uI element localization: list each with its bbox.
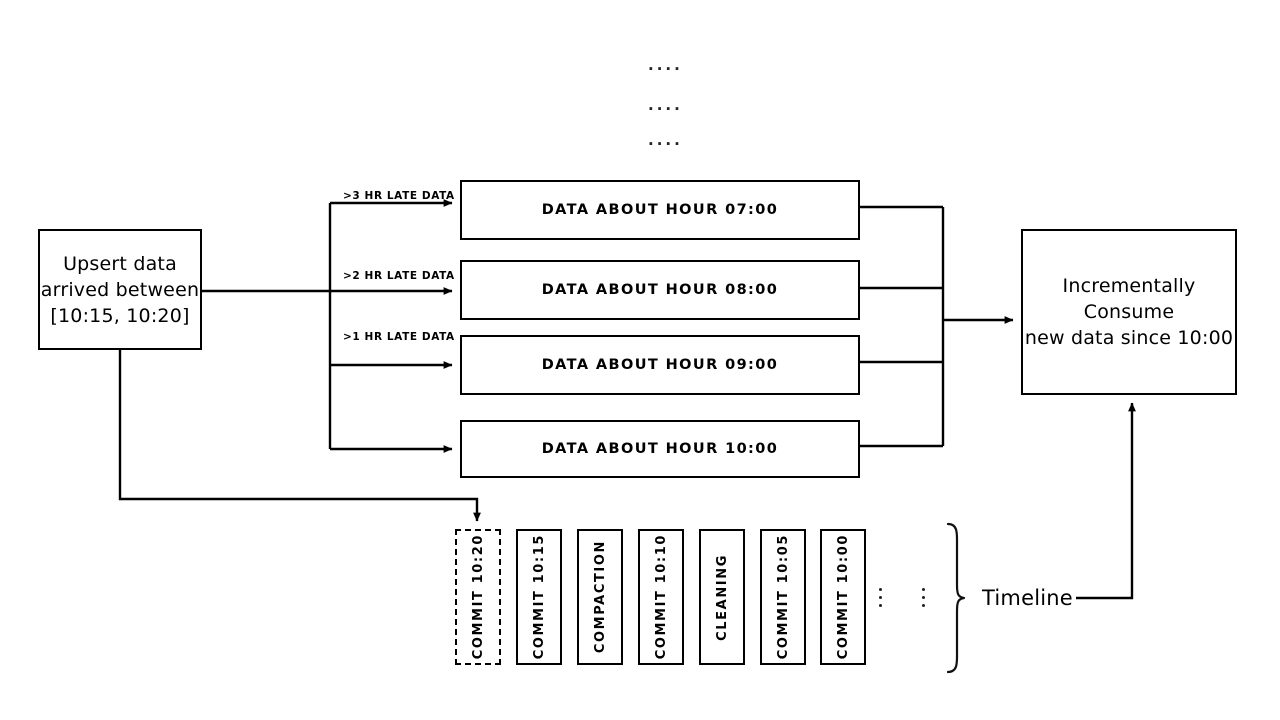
dot [879,588,882,591]
data-box-hour-10-label: DATA ABOUT HOUR 10:00 [541,441,779,457]
edge-label-3hr-late: >3 HR LATE DATA [343,190,455,202]
data-box-hour-09-label: DATA ABOUT HOUR 09:00 [541,357,779,373]
dot [879,604,882,607]
dot [922,604,925,607]
timeline-item-label: COMMIT 10:05 [775,534,791,660]
timeline-brace [946,522,966,674]
upsert-line-3: [10:15, 10:20] [50,304,190,327]
dot [879,596,882,599]
timeline-item-cleaning[interactable]: CLEANING [699,529,745,665]
upsert-line-1: Upsert data [63,252,177,275]
ellipsis-row-2: .... [648,96,683,114]
edge-source-to-commit [118,350,481,522]
timeline-item-label: COMPACTION [592,540,608,654]
edge-label-2hr-late: >2 HR LATE DATA [343,270,455,282]
data-box-hour-10[interactable]: DATA ABOUT HOUR 10:00 [460,420,860,478]
timeline-item-label: COMMIT 10:00 [835,534,851,660]
timeline-item-label: COMMIT 10:10 [653,534,669,660]
consume-line-2: new data since 10:00 [1024,327,1234,349]
data-box-hour-07[interactable]: DATA ABOUT HOUR 07:00 [460,180,860,240]
edge-label-1hr-late: >1 HR LATE DATA [343,331,455,343]
timeline-vertical-ellipsis-2 [922,588,925,607]
timeline-item-label: COMMIT 10:20 [470,534,486,660]
timeline-label: Timeline [982,586,1073,610]
consume-line-1: Incrementally Consume [1062,275,1196,323]
incremental-consume-text: Incrementally Consume new data since 10:… [1023,273,1235,351]
timeline-vertical-ellipsis-1 [879,588,882,607]
ellipsis-row-3: .... [648,131,683,149]
timeline-item-commit-1005[interactable]: COMMIT 10:05 [760,529,806,665]
data-box-hour-07-label: DATA ABOUT HOUR 07:00 [541,202,779,218]
timeline-item-compaction[interactable]: COMPACTION [577,529,623,665]
incremental-consume-box[interactable]: Incrementally Consume new data since 10:… [1021,229,1237,395]
dot [922,596,925,599]
ellipsis-row-1: .... [648,56,683,74]
timeline-item-commit-1000[interactable]: COMMIT 10:00 [820,529,866,665]
upsert-line-2: arrived between [40,278,200,301]
edge-timeline-to-consume [1076,402,1136,600]
upsert-source-box[interactable]: Upsert data arrived between [10:15, 10:2… [38,229,202,350]
dot [922,588,925,591]
timeline-item-commit-1015[interactable]: COMMIT 10:15 [516,529,562,665]
timeline-item-commit-1020[interactable]: COMMIT 10:20 [455,529,501,665]
data-box-hour-09[interactable]: DATA ABOUT HOUR 09:00 [460,335,860,395]
upsert-source-text: Upsert data arrived between [10:15, 10:2… [41,251,199,329]
timeline-item-label: CLEANING [714,553,730,641]
data-box-hour-08[interactable]: DATA ABOUT HOUR 08:00 [460,260,860,320]
data-box-hour-08-label: DATA ABOUT HOUR 08:00 [541,282,779,298]
timeline-item-label: COMMIT 10:15 [531,534,547,660]
timeline-item-commit-1010[interactable]: COMMIT 10:10 [638,529,684,665]
